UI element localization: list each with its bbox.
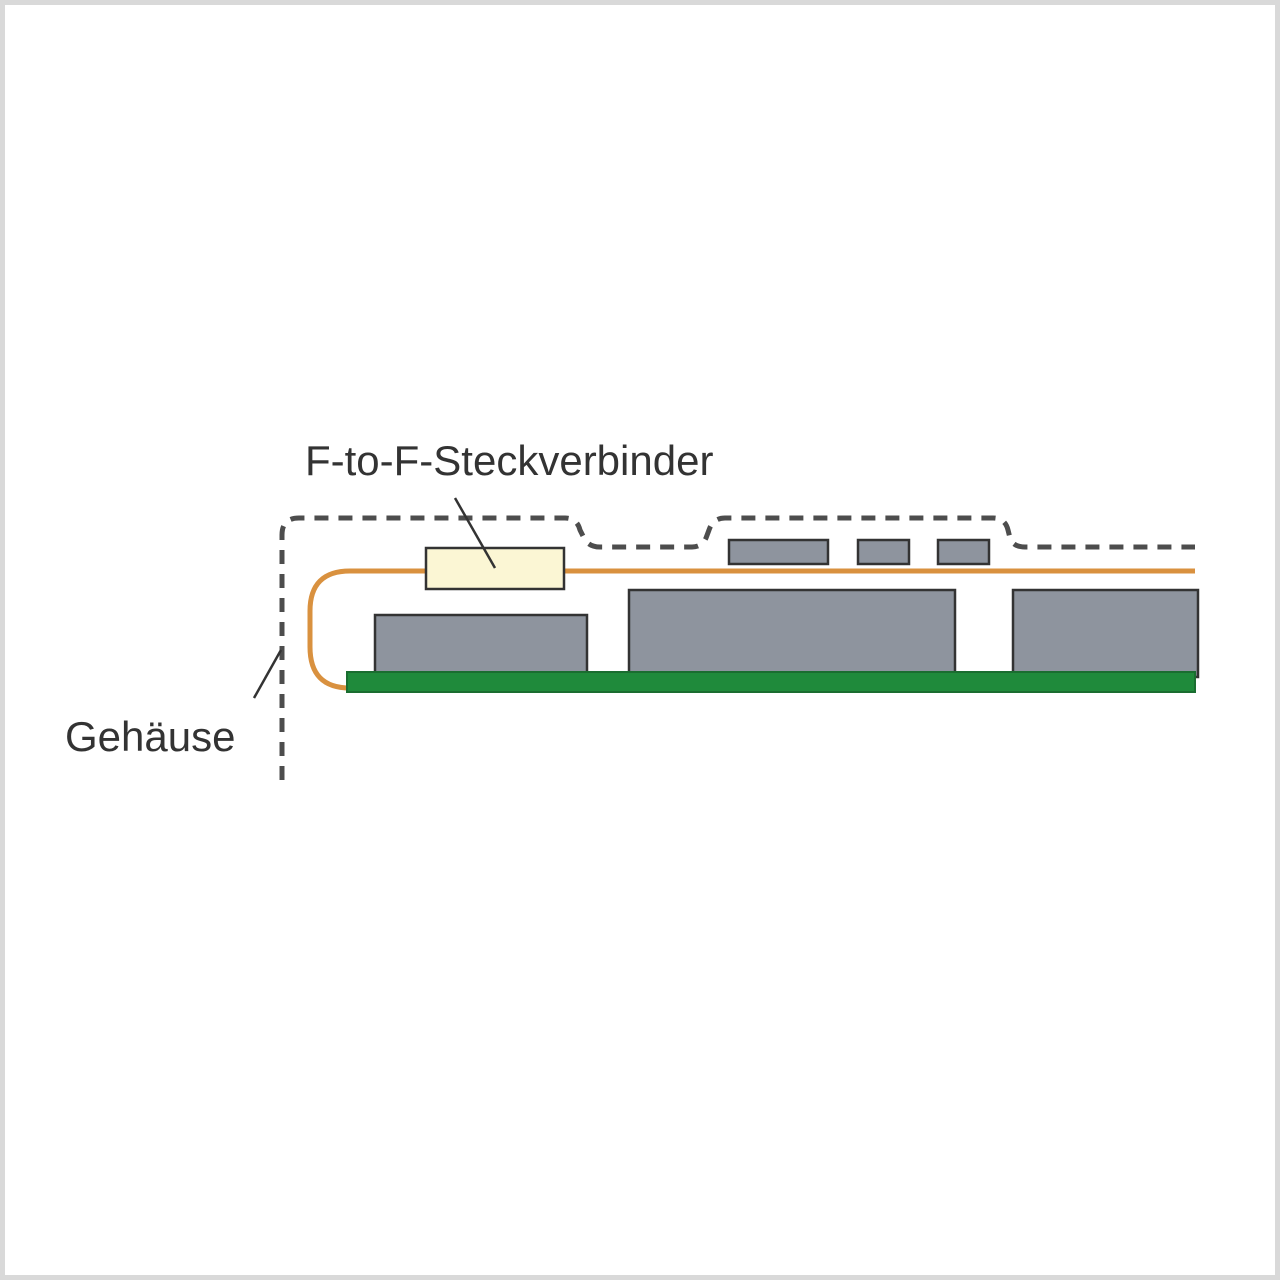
- housing-outline: [279, 515, 1195, 780]
- housing-leader-line: [252, 649, 283, 699]
- pcb-board: [346, 671, 1196, 693]
- flex-component-2: [856, 538, 911, 566]
- cross-section-diagram: F-to-F-Steckverbinder Gehäuse: [65, 437, 1200, 780]
- connector-label: F-to-F-Steckverbinder: [305, 437, 713, 484]
- connector-leader-line: [453, 497, 497, 569]
- housing-label: Gehäuse: [65, 713, 235, 760]
- pcb-component-middle: [627, 588, 957, 679]
- flex-component-1: [727, 538, 830, 566]
- flex-component-3: [936, 538, 991, 566]
- pcb-component-left: [373, 613, 589, 679]
- pcb-component-right: [1011, 588, 1200, 679]
- flex-cable: [307, 568, 1195, 691]
- f-to-f-connector: [424, 546, 566, 591]
